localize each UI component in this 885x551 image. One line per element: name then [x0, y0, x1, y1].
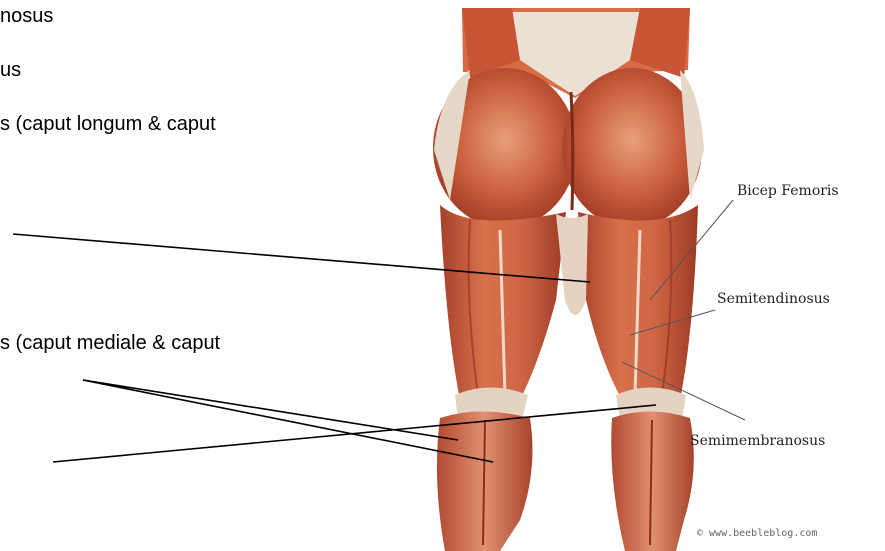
gluteus-right — [562, 68, 702, 228]
slide-text-line-4: s (caput mediale & caput — [0, 332, 220, 355]
slide-text-line-2: us — [0, 59, 21, 82]
label-bicep-femoris: Bicep Femoris — [737, 183, 839, 199]
slide-text-line-1: nosus — [0, 5, 53, 28]
watermark-text: © www.beebleblog.com — [697, 528, 817, 539]
label-semimembranosus: Semimembranosus — [690, 433, 825, 449]
gluteal-cleft — [571, 92, 573, 210]
label-semitendinosus: Semitendinosus — [717, 291, 830, 307]
slide-text-line-3: s (caput longum & caput — [0, 113, 216, 136]
inner-thigh-fascia — [556, 214, 588, 315]
